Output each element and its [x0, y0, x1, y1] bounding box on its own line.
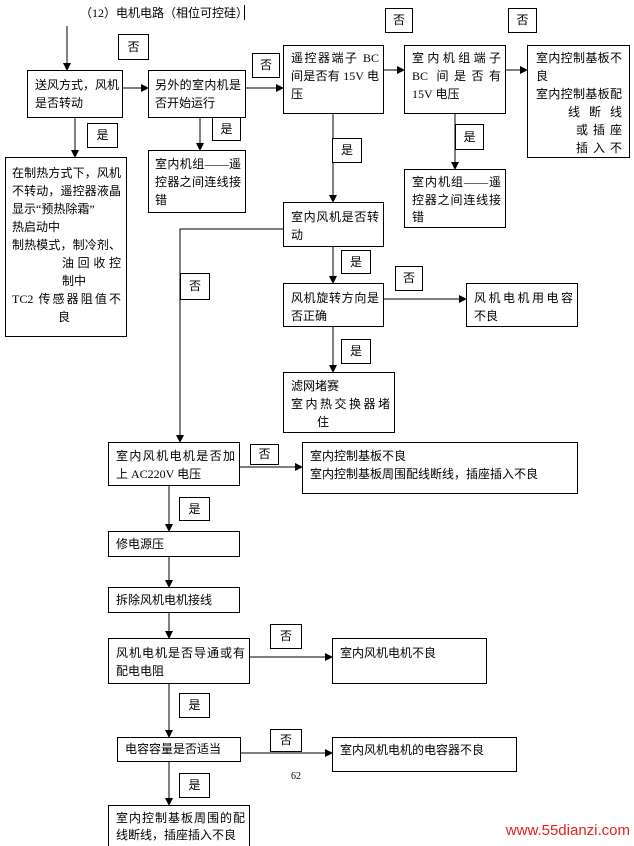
branch-label-yes: 是: [341, 250, 371, 274]
node-text-line: 控器之间连线接: [155, 175, 241, 189]
branch-label-no: 否: [270, 729, 302, 752]
node-text-line: BC 间是否有: [412, 69, 501, 83]
node-text-line: 遥控器端子 BC: [291, 51, 379, 65]
node-text-line: 间是否有 15V 电: [291, 69, 379, 83]
node-motor-continuity-check: 风机电机是否导通或有 配电电阻: [108, 638, 250, 684]
node-text-line: 动: [291, 228, 304, 242]
node-text-line: 制中: [62, 274, 87, 288]
node-fan-mode-check: 送风方式，风机 是否转动: [27, 70, 123, 118]
node-text-line: 压: [291, 87, 304, 101]
node-text-line: 室内控制基板不: [536, 51, 622, 65]
node-text-line: 配电电阻: [116, 664, 165, 678]
branch-label-no: 否: [395, 266, 423, 291]
branch-label-yes: 是: [179, 693, 210, 718]
branch-label-no: 否: [180, 273, 210, 300]
node-text-line: 不良: [474, 309, 499, 323]
branch-label-yes: 是: [179, 497, 210, 521]
node-text-line: 15V 电压: [412, 87, 460, 101]
node-repair-supply-voltage: 修电源压: [108, 531, 240, 557]
node-board-wiring-fault: 室内控制基板不良 室内控制基板周围配线断线，插座插入不良: [302, 442, 578, 494]
node-indoor-fan-running-check: 室内风机是否转 动: [283, 202, 384, 247]
diagram-title: （12）电机电路（相位可控硅）: [80, 6, 249, 20]
node-text-line: 良: [536, 69, 549, 83]
node-remote-bc-voltage-check: 遥控器端子 BC 间是否有 15V 电 压: [283, 45, 384, 114]
node-text-line: 拆除风机电机接线: [116, 593, 213, 607]
node-text-line: 修电源压: [116, 537, 165, 551]
node-text-line: TC2 传感器阻值不: [12, 292, 121, 306]
node-board-peripheral-wiring-fault: 室内控制基板周围的配 线断线，插座插入不良: [108, 805, 250, 846]
branch-label-no: 否: [508, 8, 537, 33]
node-text-line: 控器之间连线接: [412, 192, 501, 207]
node-text-line: 上 AC220V 电压: [116, 467, 202, 481]
node-text-line: 室内机组——遥: [155, 157, 241, 171]
node-other-unit-check: 另外的室内机是 否开始运行: [148, 70, 246, 118]
branch-label-yes: 是: [341, 339, 371, 364]
branch-label-yes: 是: [332, 138, 362, 163]
branch-label-no: 否: [385, 8, 413, 33]
arrow-fan-running-to-ac220v: [176, 228, 283, 443]
branch-label-no: 否: [252, 53, 280, 78]
node-text-line: 室内风机电机的电容器不良: [340, 743, 485, 757]
branch-label-yes: 是: [87, 123, 118, 148]
node-control-board-fault: 室内控制基板不 良 室内控制基板配 线断线 或插座 插入不: [527, 45, 630, 158]
node-wiring-error-indoor: 室内机组——遥 控器之间连线接 错: [404, 169, 506, 228]
node-indoor-bc-voltage-check: 室内机组端子 BC 间是否有 15V 电压: [404, 45, 506, 114]
node-text-line: 在制热方式下，风机: [12, 166, 121, 180]
node-text-line: 电容容量是否适当: [125, 742, 222, 756]
node-text-line: 室内风机电机是否加: [116, 449, 235, 463]
node-indoor-fan-motor-fault: 室内风机电机不良: [332, 638, 487, 684]
node-remove-fan-wiring: 拆除风机电机接线: [108, 587, 240, 613]
branch-label-yes: 是: [212, 117, 241, 141]
node-text-line: 否正确: [291, 309, 328, 323]
node-text-line: 油回收控: [62, 256, 121, 270]
node-text-line: 风机电机用电容: [474, 291, 573, 305]
node-text-line: 线断线: [568, 105, 622, 119]
node-text-line: 热启动中: [12, 220, 61, 234]
node-motor-capacitor-fault: 室内风机电机的电容器不良: [332, 737, 517, 772]
node-fan-direction-check: 风机旋转方向是 否正确: [283, 283, 384, 327]
node-text-line: 住: [317, 415, 330, 429]
text-cursor: [244, 5, 245, 20]
page-number: 62: [291, 771, 301, 782]
branch-label-no: 否: [270, 624, 302, 649]
node-text-line: 室内控制基板周围的配: [116, 811, 245, 825]
node-text-line: 送风方式，风机: [35, 78, 120, 92]
node-text-line: 不转动，遥控器液晶: [12, 184, 121, 198]
node-text-line: 是否转动: [35, 96, 84, 110]
node-text-line: 否开始运行: [155, 96, 216, 110]
node-capacitor-capacity-check: 电容容量是否适当: [117, 737, 241, 762]
branch-label-no: 否: [250, 444, 279, 465]
node-text-line: 室内控制基板周围配线断线，插座插入不良: [310, 467, 539, 481]
node-text-line: 良: [58, 310, 71, 324]
branch-label-yes: 是: [455, 124, 484, 150]
node-text-line: 室内控制基板不良: [310, 449, 407, 463]
node-fan-capacitor-fault: 风机电机用电容 不良: [466, 283, 578, 327]
site-watermark: www.55dianzi.com: [505, 822, 630, 839]
node-text-line: 或插座: [576, 123, 622, 137]
node-text-line: 室内机组——遥: [412, 175, 501, 189]
node-text-line: 室内风机是否转: [291, 210, 379, 224]
node-text-line: 风机旋转方向是: [291, 291, 379, 305]
node-text-line: 制热模式，制冷剂、: [12, 238, 121, 252]
node-text-line: 显示“预热除霜”: [12, 202, 95, 216]
node-text-line: 室内热交换器堵: [291, 397, 390, 411]
node-text-line: 滤网堵赛: [291, 379, 340, 393]
node-filter-blocked: 滤网堵赛 室内热交换器堵 住: [283, 372, 395, 433]
node-text-line: 错: [155, 193, 168, 207]
node-text-line: 室内风机电机不良: [340, 646, 437, 660]
node-ac220v-check: 室内风机电机是否加 上 AC220V 电压: [108, 442, 240, 486]
node-text-line: 室内机组端子: [412, 51, 501, 65]
node-text-line: 错: [412, 210, 425, 224]
node-heating-mode-note: 在制热方式下，风机 不转动，遥控器液晶 显示“预热除霜” 热启动中 制热模式，制…: [5, 157, 127, 337]
node-text-line: 另外的室内机是: [155, 78, 241, 92]
node-text-line: 插入不: [576, 141, 622, 155]
node-text-line: 线断线，插座插入不良: [116, 828, 237, 842]
branch-label-no: 否: [118, 34, 149, 60]
node-text-line: 室内控制基板配: [536, 87, 622, 101]
node-text-line: 风机电机是否导通或有: [116, 646, 245, 660]
node-wiring-error-remote: 室内机组——遥 控器之间连线接 错: [148, 150, 246, 213]
branch-label-yes: 是: [179, 773, 210, 798]
